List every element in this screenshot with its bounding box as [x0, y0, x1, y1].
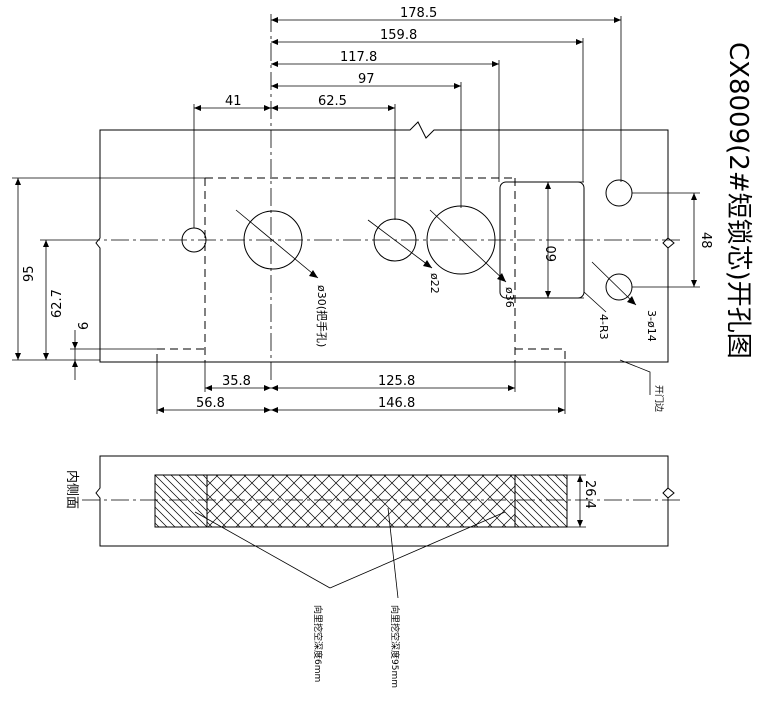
dim-178-5: 178.5 — [400, 6, 437, 21]
hole-14-bottom — [605, 273, 633, 301]
inner-side-label: 内侧面 — [64, 470, 80, 509]
dim-95: 95 — [22, 265, 37, 282]
left-dimensions — [12, 177, 205, 380]
door-edge-leader — [619, 359, 651, 395]
hidden-pocket-outline — [156, 177, 566, 362]
depth-leaders — [194, 507, 506, 599]
dim-159-8: 159.8 — [380, 28, 417, 43]
dim-97: 97 — [358, 72, 375, 87]
callout-depth-95: 向里挖空深度95mm — [389, 605, 401, 688]
callout-door-edge: 开门边 — [653, 385, 665, 412]
pocket-section — [154, 474, 568, 528]
dim-62-5: 62.5 — [318, 94, 347, 109]
dim-41: 41 — [225, 94, 242, 109]
rect-cutout — [499, 181, 585, 299]
page-title: CX8009(2#短锁芯)开孔图 — [723, 42, 753, 359]
bottom-dimensions — [156, 362, 566, 414]
dim-60: 60 — [545, 245, 560, 262]
side-plate — [95, 455, 675, 547]
dim-117-8: 117.8 — [340, 50, 377, 65]
dim-26-4-lines — [567, 474, 586, 528]
diameter-leaders — [235, 209, 637, 313]
dim-125-8: 125.8 — [378, 374, 415, 389]
hole-14-top — [605, 179, 633, 207]
front-plate — [95, 121, 675, 363]
dim-26-4: 26.4 — [582, 480, 597, 509]
top-dimensions — [193, 16, 622, 228]
dim-48: 48 — [698, 232, 713, 249]
dim-56-8: 56.8 — [196, 396, 225, 411]
callout-radius: 4-R3 — [597, 314, 610, 340]
callout-hole30: ø30(把手孔) — [315, 285, 329, 347]
dim-62-7: 62.7 — [50, 289, 65, 318]
hole-handle-30 — [243, 210, 303, 270]
dim-35-8: 35.8 — [222, 374, 251, 389]
dim-6: 6 — [77, 322, 92, 330]
callout-hole36: ø36 — [503, 287, 516, 308]
dim-146-8: 146.8 — [378, 396, 415, 411]
right-dimensions — [545, 181, 700, 299]
callout-depth-6: 向里挖空深度6mm — [312, 605, 324, 682]
callout-holes14: 3-ø14 — [645, 310, 658, 342]
callout-hole22: ø22 — [428, 273, 441, 294]
